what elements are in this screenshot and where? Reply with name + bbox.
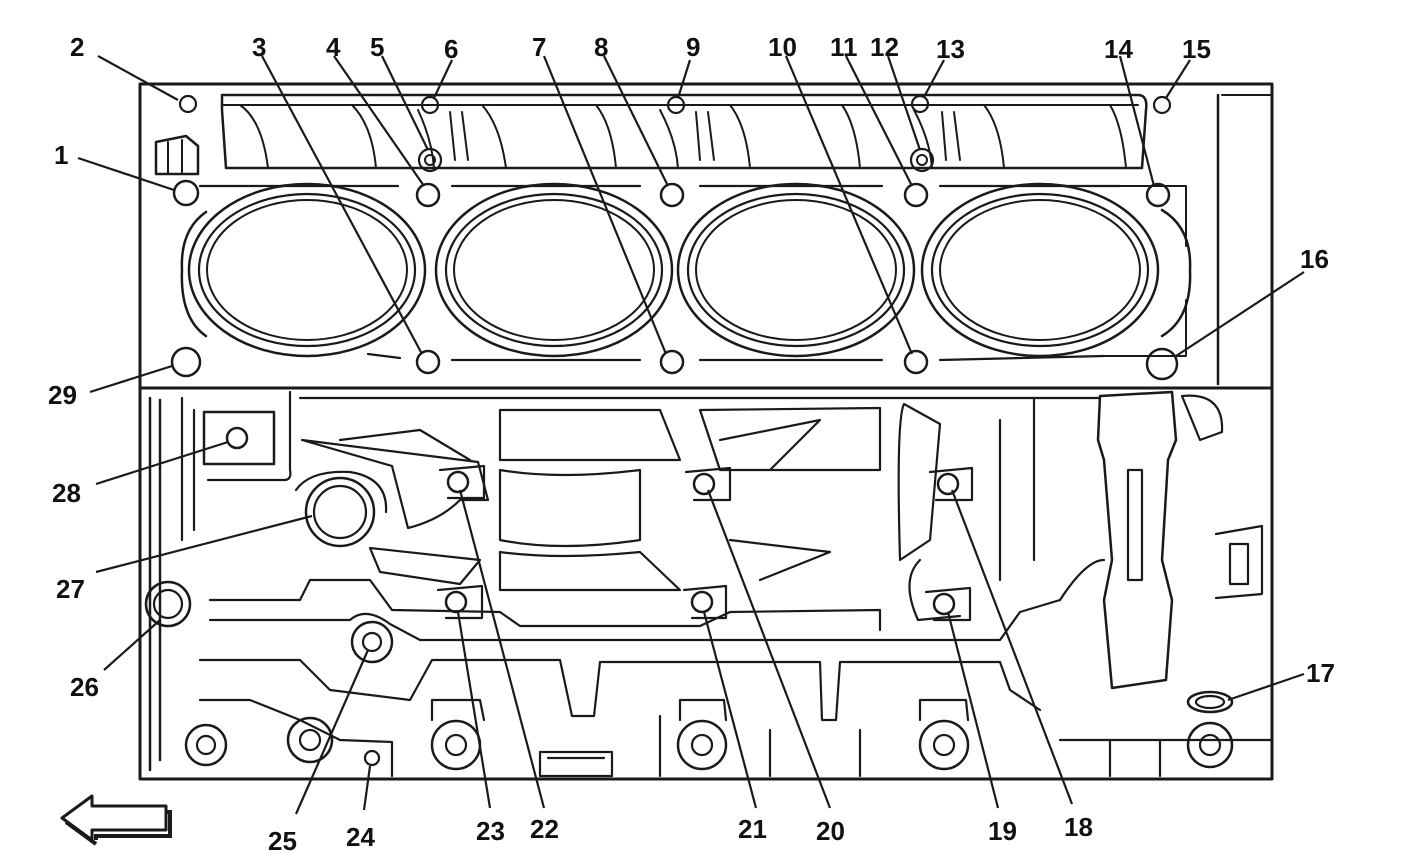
callout-5: 5 xyxy=(370,32,384,62)
callout-12: 12 xyxy=(870,32,899,62)
callout-22: 22 xyxy=(530,814,559,844)
callout-24: 24 xyxy=(346,822,375,852)
water-jacket-ribs xyxy=(239,104,1127,169)
callout-27: 27 xyxy=(56,574,85,604)
cylinder-bores xyxy=(187,182,1160,358)
callout-28: 28 xyxy=(52,478,81,508)
callout-2: 2 xyxy=(70,32,84,62)
callout-16: 16 xyxy=(1300,244,1329,274)
callout-13: 13 xyxy=(936,34,965,64)
callout-18: 18 xyxy=(1064,812,1093,842)
arrow-left-icon xyxy=(60,794,172,846)
lower-crankcase-area xyxy=(144,390,1272,778)
callout-21: 21 xyxy=(738,814,767,844)
callout-11: 11 xyxy=(830,32,858,62)
main-bearing-bosses xyxy=(184,698,1234,771)
callout-10: 10 xyxy=(768,32,797,62)
callout-9: 9 xyxy=(686,32,700,62)
callout-8: 8 xyxy=(594,32,608,62)
callout-25: 25 xyxy=(268,826,297,856)
callout-7: 7 xyxy=(532,32,546,62)
callout-4: 4 xyxy=(326,32,341,62)
block-outline xyxy=(138,82,1274,781)
callout-20: 20 xyxy=(816,816,845,846)
callout-23: 23 xyxy=(476,816,505,846)
callout-29: 29 xyxy=(48,380,77,410)
callout-17: 17 xyxy=(1306,658,1335,688)
upper-deck-area xyxy=(154,93,1192,381)
upper-bolt-holes xyxy=(170,94,1179,381)
lower-bolt-holes xyxy=(144,426,1234,767)
callout-leaders xyxy=(77,55,1305,815)
callout-6: 6 xyxy=(444,34,458,64)
callout-26: 26 xyxy=(70,672,99,702)
callout-numbers: 1 2 3 4 5 6 7 8 9 10 11 12 13 14 15 16 1… xyxy=(48,32,1335,856)
callout-19: 19 xyxy=(988,816,1017,846)
callout-3: 3 xyxy=(252,32,266,62)
callout-14: 14 xyxy=(1104,34,1133,64)
callout-15: 15 xyxy=(1182,34,1211,64)
callout-1: 1 xyxy=(54,140,68,170)
